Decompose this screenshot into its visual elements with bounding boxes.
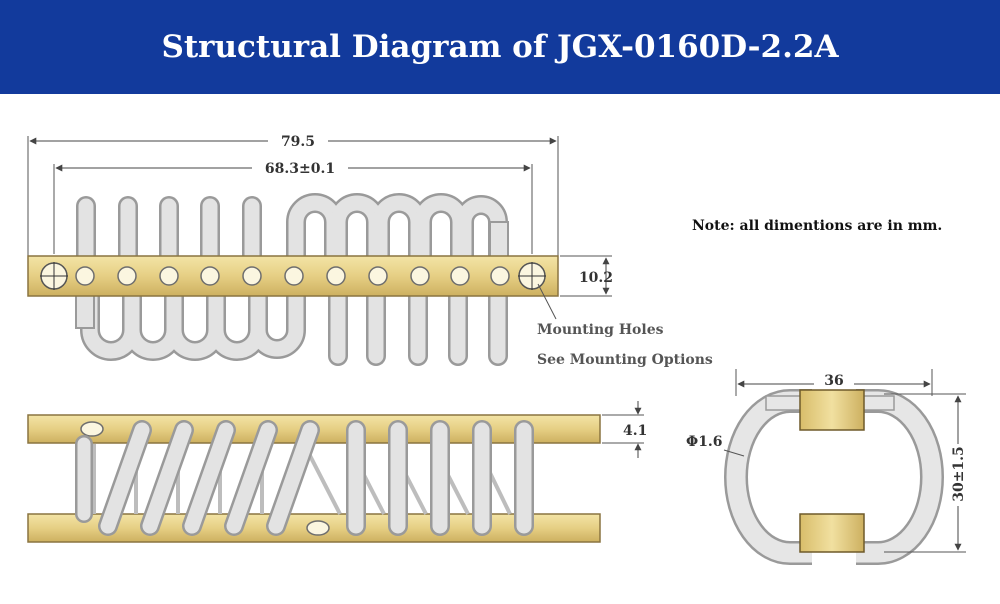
page-title: Structural Diagram of JGX-0160D-2.2A xyxy=(161,29,839,65)
title-banner xyxy=(0,0,1000,94)
dimension-bar-width: 10.2 xyxy=(579,270,613,286)
dimension-hole-spacing: 68.3±0.1 xyxy=(265,161,335,177)
label-backing xyxy=(950,444,966,506)
side-bar-bottom-hole xyxy=(306,520,330,536)
mounting-hole-right xyxy=(518,262,546,290)
label-backing xyxy=(252,157,348,177)
dimension-bar-thickness: 4.1 xyxy=(623,423,647,439)
structural-diagram: 79.5 68.3±0.1 xyxy=(27,130,967,565)
units-note: Note: all dimentions are in mm. xyxy=(692,218,942,234)
wire-end xyxy=(861,395,895,411)
end-view-bottom-clamp xyxy=(799,513,865,553)
dimension-overall-length: 79.5 xyxy=(281,134,315,150)
callout-mounting-options: See Mounting Options xyxy=(537,352,713,368)
side-bar-top-hole xyxy=(80,421,104,437)
side-view: 4.1 xyxy=(27,401,647,543)
dimension-wire-diameter: Φ1.6 xyxy=(686,434,723,450)
top-view: 79.5 68.3±0.1 xyxy=(27,130,713,368)
callout-leader xyxy=(537,283,557,320)
coil-top-upper xyxy=(76,193,509,266)
coil-loop-right xyxy=(856,391,942,563)
end-view-top-clamp xyxy=(799,389,865,431)
callout-mounting-holes: Mounting Holes xyxy=(537,322,664,338)
mounting-bar-holes xyxy=(75,266,510,286)
diagram-area: 79.5 68.3±0.1 xyxy=(0,94,1000,600)
coil-side-front xyxy=(75,420,534,536)
coil-top-lower xyxy=(75,284,508,366)
label-backing xyxy=(268,130,328,150)
dimension-isolator-width: 36 xyxy=(824,373,843,389)
callout-leader xyxy=(723,449,745,457)
mounting-hole-left xyxy=(40,262,68,290)
end-view: 36 Φ1.6 30±1.5 xyxy=(686,369,967,565)
dimension-isolator-height: 30±1.5 xyxy=(951,446,967,502)
label-backing xyxy=(814,370,854,390)
